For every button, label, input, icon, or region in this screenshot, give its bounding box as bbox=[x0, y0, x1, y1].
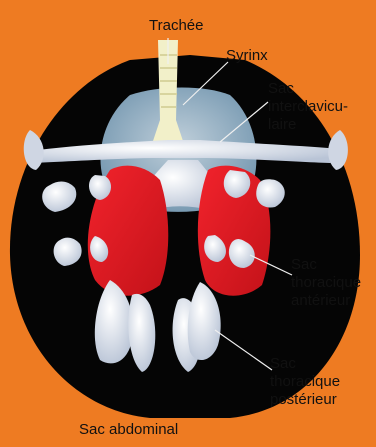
label-posterior-thoracic-sac: Sac thoracique postérieur bbox=[270, 355, 340, 409]
label-syrinx: Syrinx bbox=[226, 47, 268, 65]
label-posterior-thoracic-line-3: postérieur bbox=[270, 391, 340, 409]
label-anterior-thoracic-line-2: thoracique bbox=[291, 274, 361, 292]
label-interclavicular-line-1: Sac bbox=[268, 80, 348, 98]
label-posterior-thoracic-line-1: Sac bbox=[270, 355, 340, 373]
left-arm-tip bbox=[24, 130, 44, 170]
label-interclavicular-line-3: laire bbox=[268, 116, 348, 134]
label-trachea: Trachée bbox=[149, 17, 203, 35]
label-anterior-thoracic-line-3: antérieur bbox=[291, 292, 361, 310]
label-abdominal-sac: Sac abdominal bbox=[79, 421, 178, 439]
label-anterior-thoracic-sac: Sac thoracique antérieur bbox=[291, 256, 361, 310]
label-interclavicular-line-2: interclavicu- bbox=[268, 98, 348, 116]
label-posterior-thoracic-line-2: thoracique bbox=[270, 373, 340, 391]
label-interclavicular-sac: Sac interclavicu- laire bbox=[268, 80, 348, 134]
label-anterior-thoracic-line-1: Sac bbox=[291, 256, 361, 274]
